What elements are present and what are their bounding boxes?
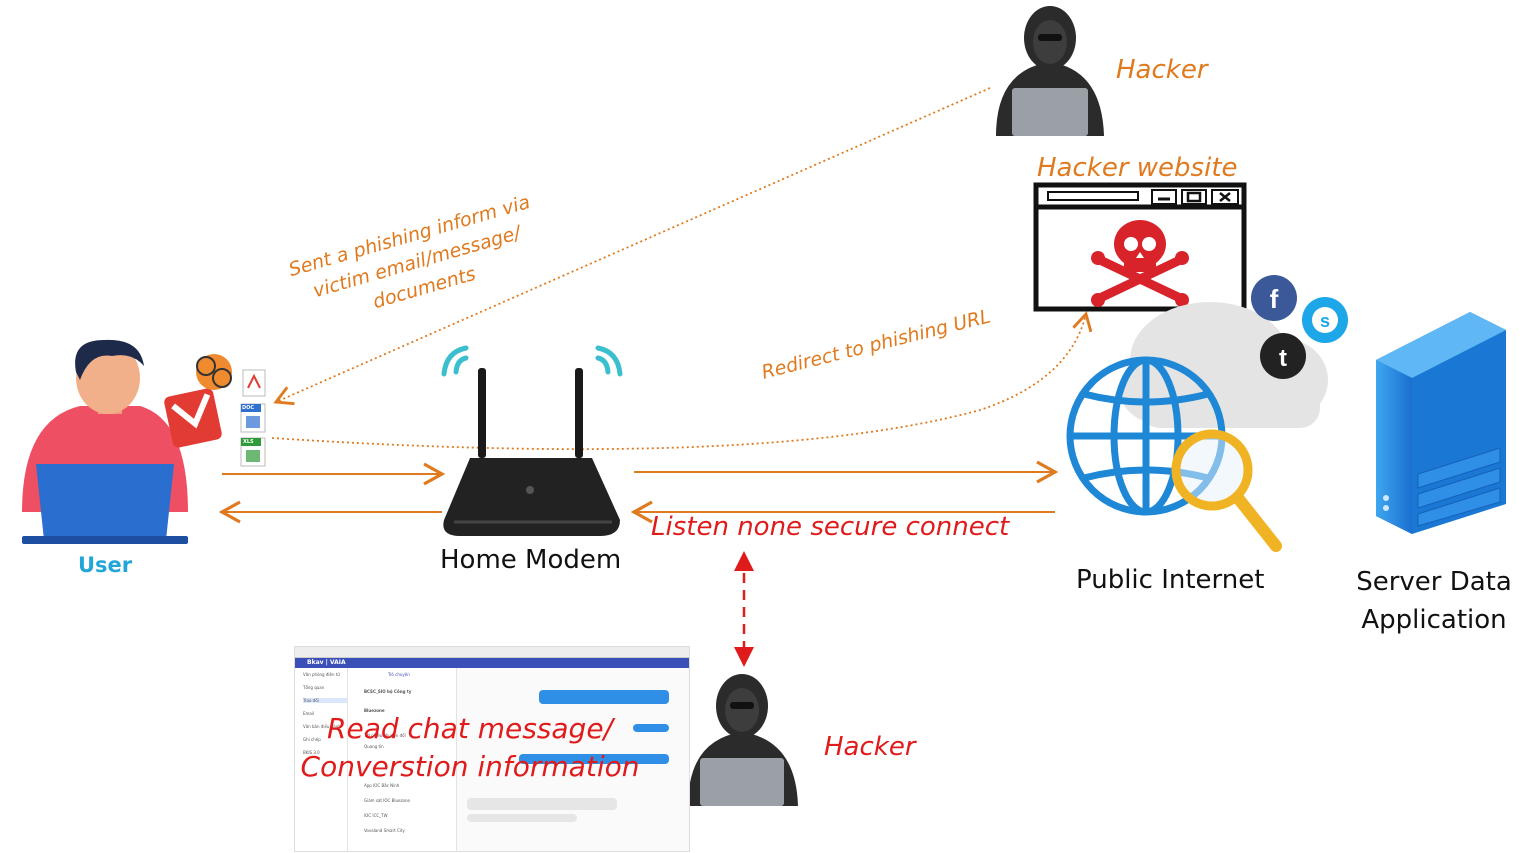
svg-text:s: s <box>1320 311 1330 331</box>
browser-bar <box>295 647 689 658</box>
conversation-item[interactable]: Trợ phiếu chuyển đổi <box>364 733 406 738</box>
skull-icon <box>1091 220 1189 307</box>
sidebar-item[interactable]: Ghi chép <box>303 737 321 742</box>
server-icon <box>1376 312 1506 534</box>
conversation-item[interactable]: IOC ICC_TW <box>364 813 388 818</box>
xls-file-icon <box>240 437 266 467</box>
server-label-line2: Application <box>1361 605 1507 635</box>
home-modem-label: Home Modem <box>440 545 622 575</box>
chat-bubble <box>633 724 669 732</box>
redirect-dotted-arrow <box>271 311 1093 451</box>
read-chat-label-line2: Converstion information <box>300 750 640 783</box>
doc-file-icon <box>240 403 266 433</box>
conversation-item[interactable]: BCSC_SIO bộ Công ty <box>364 689 412 694</box>
gmail-icon <box>164 388 222 448</box>
hacker-bottom-label: Hacker <box>824 732 916 762</box>
listen-label: Listen none secure connect <box>651 512 1010 542</box>
chat-bubble <box>519 754 669 764</box>
close-icon <box>1211 189 1239 205</box>
minimize-icon <box>1151 189 1177 205</box>
magnifier-icon <box>1171 429 1282 552</box>
svg-text:t: t <box>1279 345 1287 372</box>
conversation-item[interactable]: Bluezone <box>364 708 385 713</box>
pdf-file-icon <box>242 369 266 397</box>
hacker-top-label: Hacker <box>1116 55 1208 85</box>
doc-badge: DOC <box>242 405 255 411</box>
maximize-icon <box>1181 189 1207 205</box>
conversation-item[interactable]: Vovaland Smart City <box>364 828 405 833</box>
sidebar-item[interactable]: Email <box>303 711 315 716</box>
sidebar-item[interactable]: Tổng quan <box>303 685 325 690</box>
xls-badge: XLS <box>243 439 254 445</box>
app-sidebar: Văn phòng điện tử Tổng quan Trao đổi Ema… <box>295 668 348 851</box>
sidebar-item[interactable]: Văn phòng điện tử <box>303 672 340 677</box>
twitter-icon: t <box>1260 333 1306 379</box>
conversation-item[interactable]: Quang tin <box>364 744 384 749</box>
hacker-bottom-icon <box>688 674 798 806</box>
hacker-top-icon <box>996 6 1104 136</box>
sidebar-item[interactable]: BKIS 3.0 <box>303 750 320 755</box>
chat-pane <box>457 668 689 851</box>
user-label: User <box>78 553 133 577</box>
conversation-list: Trò chuyện BCSC_SIO bộ Công ty Bluezone … <box>348 668 457 851</box>
facebook-icon: f <box>1251 275 1297 321</box>
link-icon <box>196 354 232 390</box>
hacker-website-label: Hacker website <box>1037 153 1238 183</box>
server-label: Server Data Application <box>1354 563 1514 639</box>
app-brand: Bkav | VAIA <box>307 659 346 666</box>
chat-bubble <box>539 690 669 704</box>
server-label-line1: Server Data <box>1356 567 1512 597</box>
public-internet-label: Public Internet <box>1076 565 1265 595</box>
read-chat-label-line1: Read chat message/ <box>327 712 613 745</box>
chat-bubble <box>467 814 577 822</box>
chat-app-screenshot: Bkav | VAIA Văn phòng điện tử Tổng quan … <box>294 646 690 852</box>
tab-chat[interactable]: Trò chuyện <box>388 672 410 677</box>
wifi-right-icon <box>595 345 623 377</box>
svg-text:f: f <box>1270 284 1279 314</box>
conversation-item[interactable]: App IOC Bắc Ninh <box>364 783 400 788</box>
read-chat-label: Read chat message/ Converstion informati… <box>300 710 640 786</box>
router-icon <box>443 368 620 536</box>
chat-bubble <box>467 798 617 810</box>
skype-icon: s <box>1302 297 1348 343</box>
conversation-item[interactable]: Giám sát IOC Bluezone <box>364 798 410 803</box>
wifi-left-icon <box>441 345 469 377</box>
sidebar-item[interactable]: Văn bản điều hành <box>303 724 341 729</box>
app-header: Bkav | VAIA <box>295 658 689 668</box>
user-figure-icon <box>22 339 188 544</box>
sidebar-item[interactable]: Trao đổi <box>303 698 347 703</box>
